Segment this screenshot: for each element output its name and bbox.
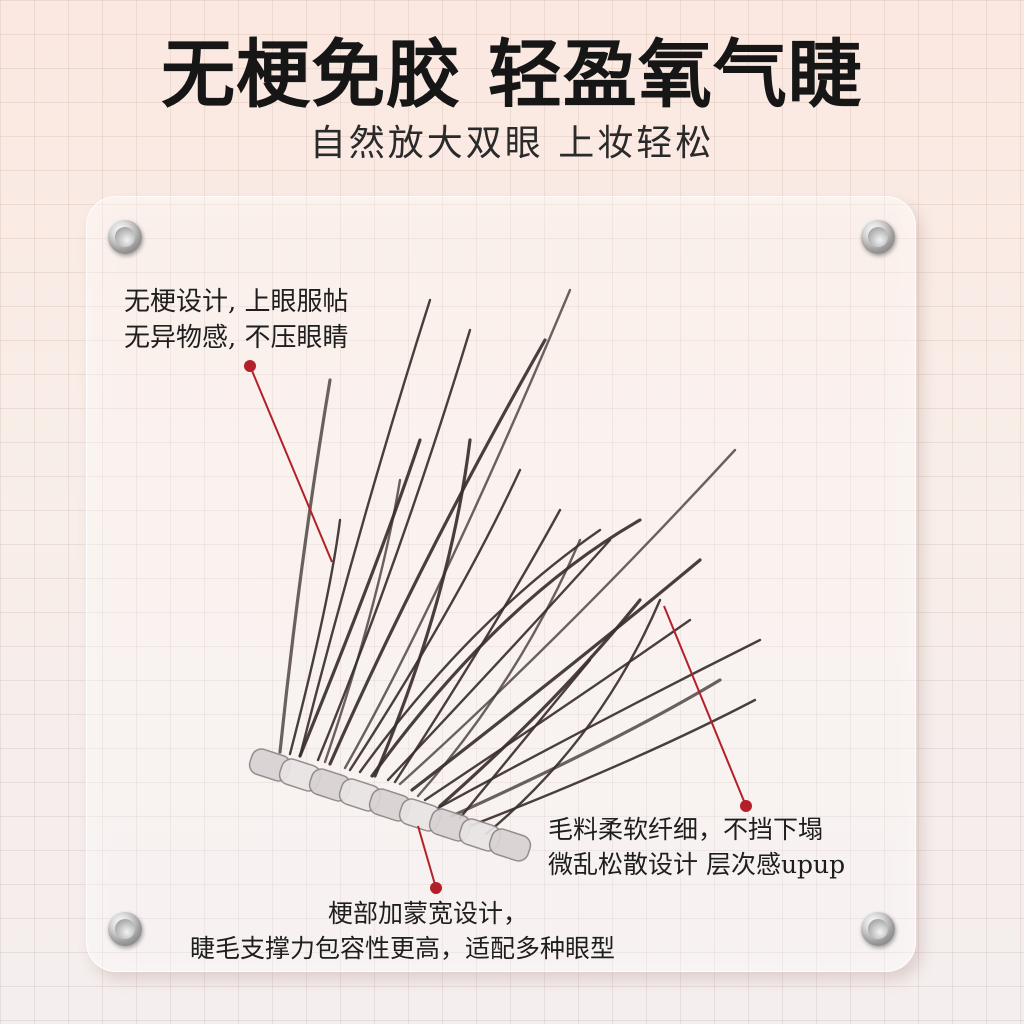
screw-bottom-right-icon	[861, 912, 895, 946]
lash-strand	[423, 618, 692, 802]
subline: 自然放大双眼 上妆轻松	[309, 123, 715, 164]
lash-strand	[458, 658, 592, 820]
lash-strand	[358, 528, 602, 774]
lash-strand	[370, 518, 642, 778]
callout-soft-fibers-line1: 毛料柔软纤细，不挡下塌	[548, 815, 824, 844]
pointer-soft-fibers-line	[663, 605, 747, 807]
lash-strand	[386, 538, 612, 782]
lash-strand	[348, 468, 522, 772]
lash-strand	[373, 438, 472, 778]
screw-top-right-icon	[861, 220, 895, 254]
pointer-soft-fibers-dot	[740, 800, 752, 812]
lash-strand	[410, 558, 702, 792]
callout-soft-fibers-line2: 微乱松散设计 层次感upup	[548, 850, 846, 879]
lash-strand	[416, 538, 582, 798]
callout-no-stem-line2: 无异物感, 不压眼睛	[124, 323, 349, 354]
band-knot	[488, 828, 532, 862]
lash-strand	[398, 448, 737, 786]
lash-strand	[323, 478, 402, 764]
lash-strand	[438, 598, 642, 808]
headline: 无梗免胶 轻盈氧气睫	[161, 32, 863, 118]
lash-strand	[316, 328, 472, 762]
lash-strand	[278, 378, 332, 754]
lash-strand	[288, 518, 342, 756]
pointer-wide-stem-dot	[430, 882, 442, 894]
callout-wide-stem-line1: 梗部加蒙宽设计，	[328, 899, 529, 928]
pointer-no-stem-dot	[244, 360, 256, 372]
callout-no-stem: 无梗设计, 上眼服帖 无异物感, 不压眼睛	[124, 284, 349, 357]
pointer-wide-stem-line	[417, 825, 437, 889]
callout-soft-fibers: 毛料柔软纤细，不挡下塌 微乱松散设计 层次感upup	[548, 812, 845, 882]
callout-wide-stem: 梗部加蒙宽设计， 睫毛支撑力包容性更高，适配多种眼型	[190, 896, 615, 966]
lash-strand	[298, 438, 422, 758]
pointer-no-stem-line	[249, 365, 333, 563]
lash-strand	[298, 298, 432, 758]
lash-strand	[343, 288, 572, 770]
lash-strand	[468, 698, 757, 828]
lash-fibers	[278, 288, 762, 836]
callout-no-stem-line1: 无梗设计, 上眼服帖	[124, 287, 349, 317]
screw-top-left-icon	[108, 220, 142, 254]
pointer-lines	[244, 360, 752, 894]
lash-strand	[484, 598, 662, 836]
lash-strand	[436, 638, 762, 810]
lash-strand	[393, 508, 562, 784]
lash-strand	[328, 338, 547, 766]
lash-strand	[450, 678, 722, 818]
clear-lash-band	[248, 748, 532, 862]
callout-wide-stem-line2: 睫毛支撑力包容性更高，适配多种眼型	[190, 934, 616, 963]
screw-bottom-left-icon	[108, 912, 142, 946]
